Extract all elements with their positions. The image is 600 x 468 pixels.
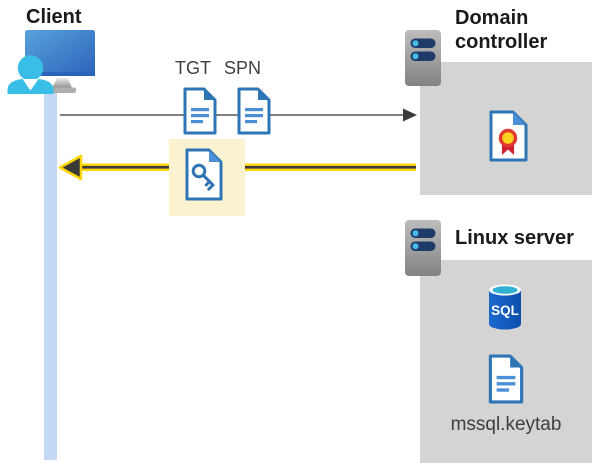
tgt-document-icon: [183, 87, 217, 135]
certificate-icon: [489, 110, 528, 162]
linux-server-label: Linux server: [455, 227, 574, 249]
tgt-label: TGT: [175, 58, 211, 78]
user-at-computer-icon: [7, 30, 95, 94]
spn-label: SPN: [224, 58, 262, 78]
sql-database-icon: SQL: [489, 284, 521, 330]
domain-controller-label: Domain controller: [455, 6, 547, 54]
client-label: Client: [26, 6, 82, 28]
keytab-file-label: mssql.keytab: [450, 414, 562, 435]
spn-document-icon: [237, 87, 271, 135]
domain-controller-label-line2: controller: [455, 31, 548, 53]
domain-controller-server-icon: [405, 30, 441, 86]
timeline-bar: [44, 93, 57, 460]
user-icon: [7, 55, 54, 94]
domain-controller-label-line1: Domain: [455, 7, 529, 29]
linux-server-icon: [405, 220, 441, 276]
keytab-document-icon: [488, 354, 524, 404]
sql-badge-label: SQL: [491, 303, 519, 318]
key-document-icon: [185, 148, 223, 201]
